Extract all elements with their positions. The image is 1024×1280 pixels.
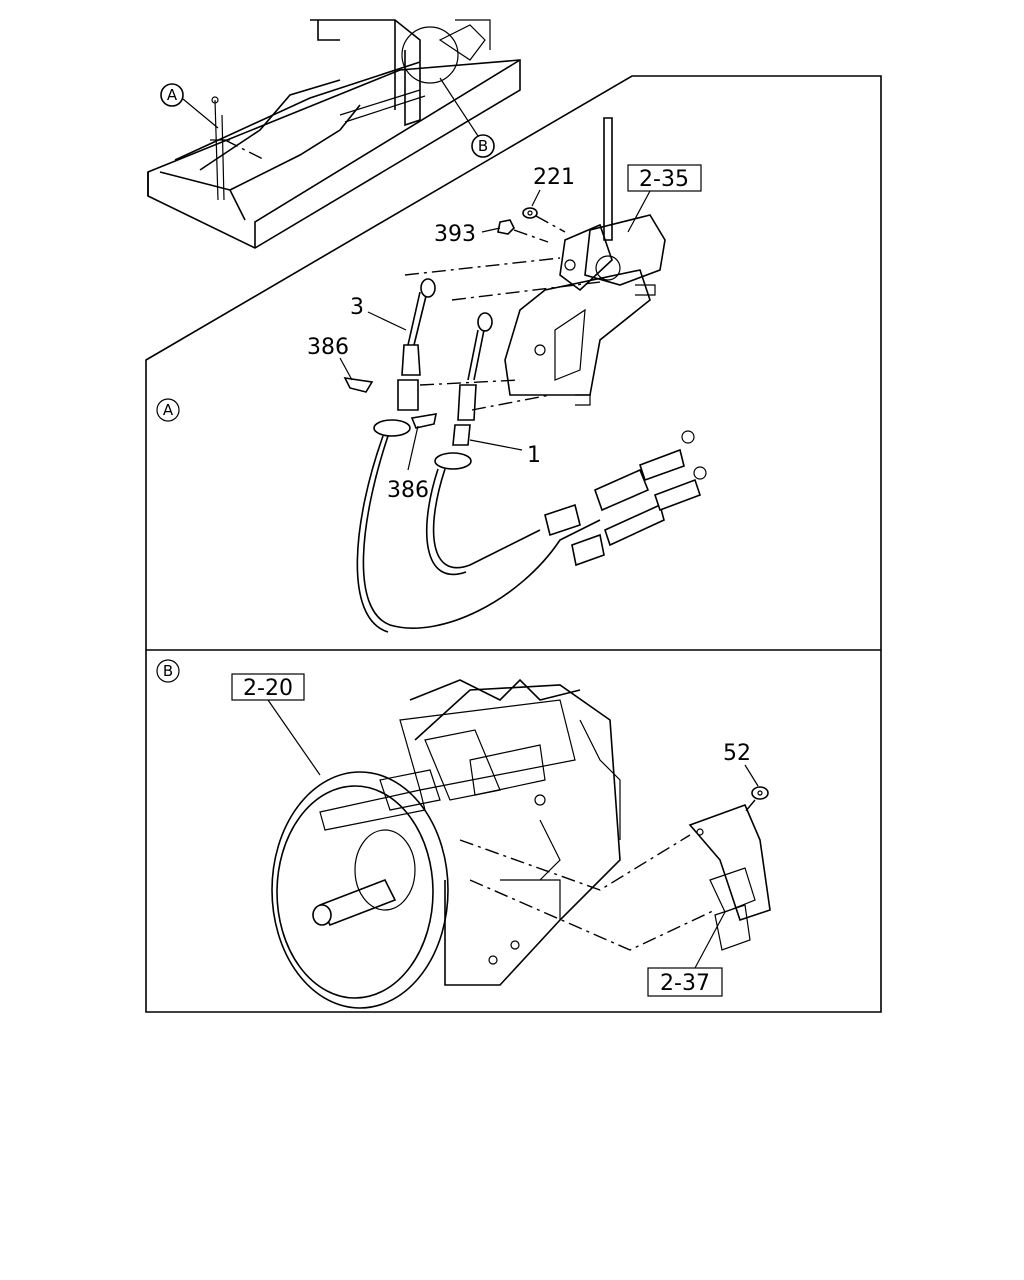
shift-lever-assembly: [504, 117, 666, 406]
callout-a-letter: A: [167, 86, 178, 104]
panel-b: B: [156, 659, 771, 1009]
panel-b-marker: [156, 659, 180, 683]
clip-386-lower: [410, 413, 438, 429]
cable-3-rod-end: [373, 278, 436, 437]
nut-52: [751, 786, 769, 800]
transmission-assembly: [271, 678, 621, 1009]
label-386-bottom: 386: [387, 478, 429, 503]
ref-box-2-37: 2-37: [647, 911, 726, 997]
label-1: 1: [527, 443, 541, 468]
ref-box-2-20: 2-20: [231, 673, 321, 776]
vehicle-frame-overview: [147, 19, 521, 249]
callout-a: A: [160, 83, 219, 129]
callout-b-letter: B: [478, 137, 488, 155]
ref-box-2-35: 2-35: [627, 164, 702, 233]
cable-1-rod-end: [434, 312, 493, 470]
label-386-top: 386: [307, 335, 349, 360]
panel-a-marker: [156, 398, 180, 422]
label-393: 393: [434, 222, 476, 247]
label-221: 221: [533, 165, 575, 190]
panel-b-marker-letter: B: [163, 662, 173, 680]
ref-2-35-text: 2-35: [639, 167, 689, 192]
ref-2-20-text: 2-20: [243, 676, 293, 701]
ref-2-37-text: 2-37: [660, 971, 710, 996]
label-3: 3: [350, 295, 364, 320]
panel-borders: [145, 75, 882, 1013]
panel-a-marker-letter: A: [163, 401, 174, 419]
washer-221: [522, 207, 538, 219]
cable-transmission-ends: [544, 430, 707, 567]
bracket-2-37: [688, 803, 771, 951]
clip-386-upper: [343, 376, 374, 393]
panel-a: A: [156, 117, 707, 633]
callout-b: B: [439, 77, 495, 158]
nut-393: [497, 219, 515, 235]
label-52: 52: [723, 741, 751, 766]
